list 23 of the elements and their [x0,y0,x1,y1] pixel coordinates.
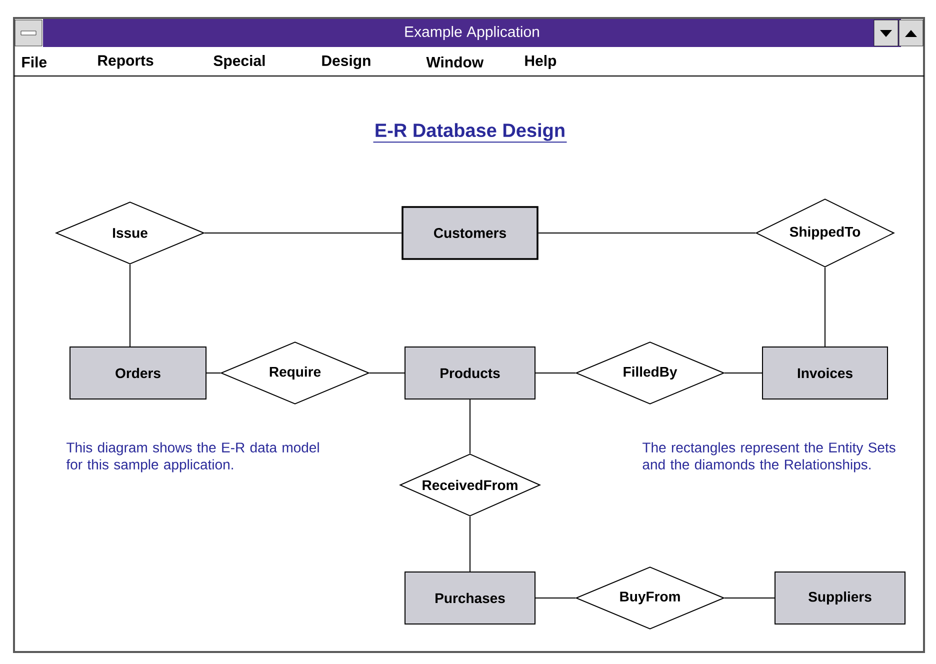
connector-line [204,232,402,234]
entity-box: Customers [402,206,538,260]
connector-line [538,232,756,234]
entity-box: Purchases [404,572,536,624]
connector-line [206,372,221,374]
menu-item: Window [426,56,484,68]
menu-item: Special [214,55,265,69]
entity-box: Products [404,346,536,400]
connector-line [824,267,826,347]
note-text: This diagram shows the E-R data model for this sample application. [66,442,319,472]
menu-item: Reports [98,55,154,69]
menu-item: Help [525,55,556,69]
note-text: The rectangles represent the Entity Sets and the diamonds the Relationships. [642,442,896,472]
entity-box: Invoices [762,346,888,400]
menu-item: File [22,56,47,68]
menu-item: Design [322,54,370,70]
title-bar: Example Application [43,19,901,47]
entity-box: Suppliers [774,572,906,624]
connector-line [535,372,576,374]
entity-box: Orders [70,346,206,400]
heading-link: E-R Database Design [372,123,568,143]
connector-line [724,372,762,374]
connector-line [369,372,405,374]
